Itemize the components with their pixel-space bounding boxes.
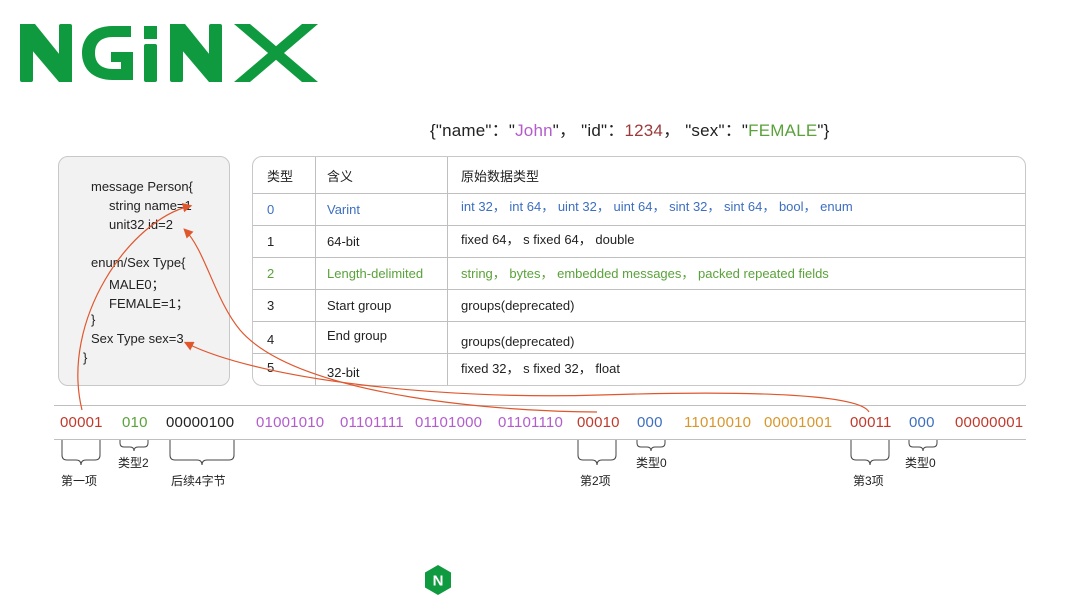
bit-segment: 01101111 bbox=[340, 414, 404, 431]
nginx-logo bbox=[20, 24, 318, 82]
bit-segment: 00011 bbox=[850, 414, 892, 431]
row-meaning: Start group bbox=[327, 298, 392, 313]
table-row: 5 32-bit fixed 32， s fixed 32， float bbox=[253, 353, 1025, 385]
json-name-value: John bbox=[515, 121, 553, 140]
bit-segment: 11010010 bbox=[684, 414, 752, 431]
field2-label: 第2项 bbox=[580, 474, 611, 488]
code-line: unit32 id=2 bbox=[109, 217, 173, 232]
bracket bbox=[119, 440, 149, 452]
bit-segment: 00010 bbox=[577, 414, 620, 431]
row-type: 2 bbox=[267, 266, 275, 281]
bit-segment: 01101000 bbox=[415, 414, 483, 431]
bit-segment: 01101110 bbox=[498, 414, 563, 431]
json-mid1: "， "id"： bbox=[552, 121, 625, 140]
bit-segment: 000 bbox=[909, 414, 935, 431]
row-meaning: 32-bit bbox=[327, 365, 360, 380]
json-sex-value: FEMALE bbox=[748, 121, 818, 140]
bracket bbox=[61, 440, 101, 466]
json-example: {"name"："John"， "id"：1234， "sex"："FEMALE… bbox=[430, 116, 830, 141]
bit-segment: 00001001 bbox=[764, 414, 833, 431]
json-mid2: ， "sex"：" bbox=[663, 121, 749, 140]
type-label: 类型2 bbox=[118, 456, 149, 470]
row-type: 5 bbox=[267, 360, 275, 375]
code-line: message Person{ bbox=[91, 179, 193, 194]
table-row: 2 Length-delimited string， bytes， embedd… bbox=[253, 257, 1025, 290]
header-raw-type: 原始数据类型 bbox=[461, 169, 540, 184]
bit-segment: 00001 bbox=[60, 414, 103, 431]
json-open: {"name"：" bbox=[430, 121, 516, 140]
bracket bbox=[908, 440, 938, 452]
code-line: enum/Sex Type{ bbox=[91, 255, 186, 270]
json-id-value: 1234 bbox=[624, 121, 664, 140]
code-line: FEMALE=1； bbox=[109, 296, 189, 311]
encoding-top-rule bbox=[54, 405, 1026, 406]
encoding-bottom-rule bbox=[54, 439, 1026, 440]
bit-segment: 00000100 bbox=[166, 414, 235, 431]
code-line: Sex Type sex=3 bbox=[91, 331, 184, 346]
table-row: 4 End group groups(deprecated) bbox=[253, 321, 1025, 354]
proto-code-box: message Person{ string name=1 unit32 id=… bbox=[58, 156, 230, 386]
bit-segment: 010 bbox=[122, 414, 148, 431]
bit-segment: 00000001 bbox=[955, 414, 1024, 431]
code-line: MALE0； bbox=[109, 277, 165, 292]
header-meaning: 含义 bbox=[327, 169, 354, 184]
row-meaning: Length-delimited bbox=[327, 266, 424, 281]
row-meaning: 64-bit bbox=[327, 234, 360, 249]
bracket bbox=[636, 440, 666, 452]
row-raw-type: groups(deprecated) bbox=[461, 334, 575, 349]
json-close: "} bbox=[817, 121, 830, 140]
row-type: 4 bbox=[267, 332, 275, 347]
row-meaning: End group bbox=[327, 328, 387, 343]
field1-label: 第一项 bbox=[61, 474, 98, 488]
row-raw-type: int 32， int 64， uint 32， uint 64， sint 3… bbox=[461, 199, 853, 214]
table-header-row: 类型 含义 原始数据类型 bbox=[253, 161, 1025, 193]
nginx-hexagon-icon: N bbox=[425, 565, 451, 595]
bit-segment: 000 bbox=[637, 414, 663, 431]
bracket bbox=[577, 440, 617, 466]
row-type: 3 bbox=[267, 298, 275, 313]
row-meaning: Varint bbox=[327, 202, 360, 217]
code-line: } bbox=[91, 312, 96, 327]
row-raw-type: string， bytes， embedded messages， packed… bbox=[461, 266, 829, 281]
table-row: 1 64-bit fixed 64， s fixed 64， double bbox=[253, 225, 1025, 258]
svg-text:N: N bbox=[433, 573, 444, 590]
row-raw-type: groups(deprecated) bbox=[461, 298, 575, 313]
table-row: 3 Start group groups(deprecated) bbox=[253, 289, 1025, 322]
bracket bbox=[169, 440, 235, 466]
type-label: 类型0 bbox=[905, 456, 936, 470]
type-label: 类型0 bbox=[636, 456, 667, 470]
field3-label: 第3项 bbox=[853, 474, 884, 488]
table-row: 0 Varint int 32， int 64， uint 32， uint 6… bbox=[253, 193, 1025, 226]
row-type: 0 bbox=[267, 202, 275, 217]
length-label: 后续4字节 bbox=[171, 474, 226, 488]
code-line: } bbox=[83, 350, 88, 365]
header-type: 类型 bbox=[267, 169, 294, 184]
row-raw-type: fixed 64， s fixed 64， double bbox=[461, 232, 635, 247]
bracket bbox=[850, 440, 890, 466]
row-raw-type: fixed 32， s fixed 32， float bbox=[461, 361, 620, 376]
row-type: 1 bbox=[267, 234, 275, 249]
code-line: string name=1 bbox=[109, 198, 192, 213]
wire-type-table: 类型 含义 原始数据类型 0 Varint int 32， int 64， ui… bbox=[252, 156, 1026, 386]
bit-segment: 01001010 bbox=[256, 414, 325, 431]
